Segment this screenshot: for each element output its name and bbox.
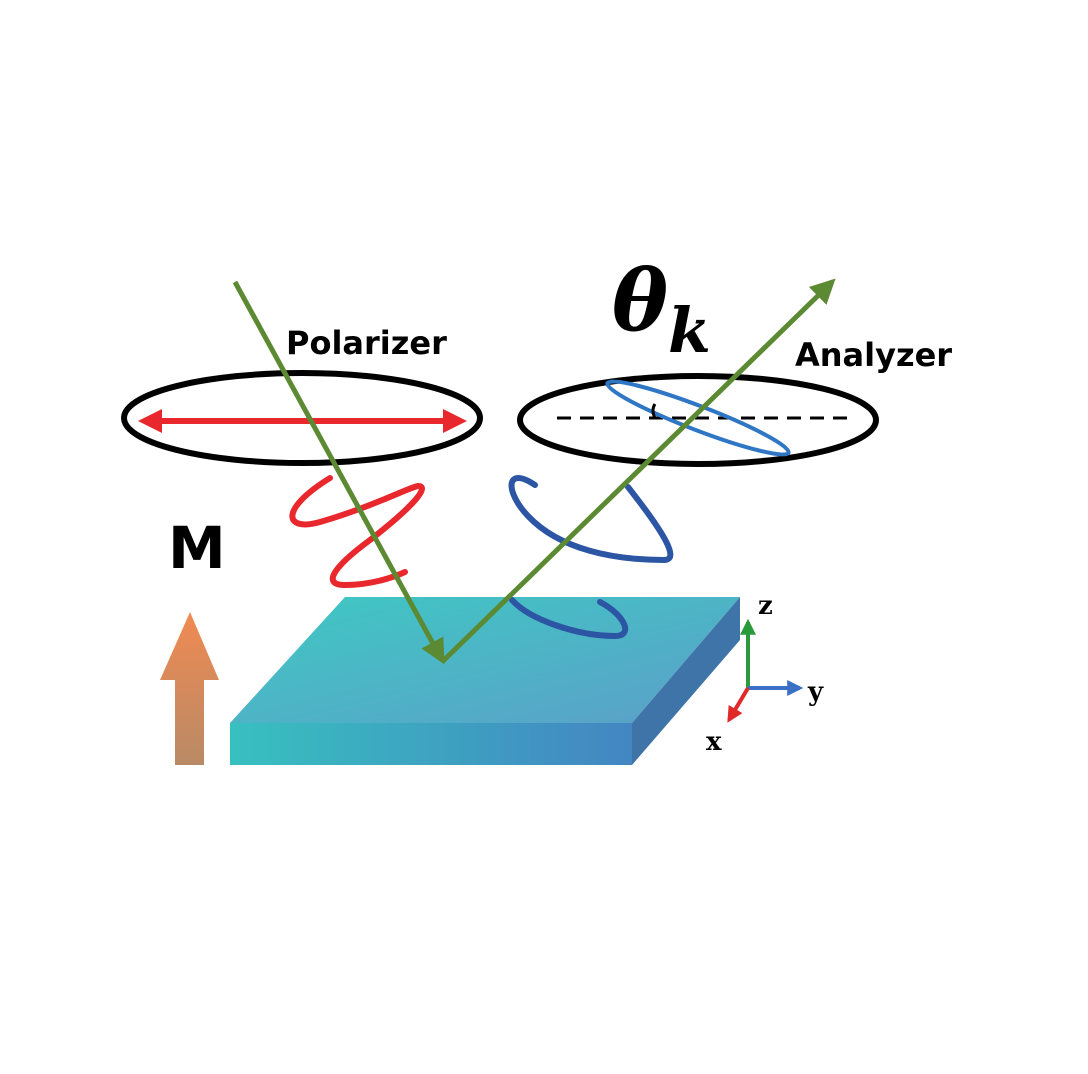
analyzer-label: Analyzer (795, 336, 952, 374)
reflected-wave (508, 475, 674, 564)
kerr-angle-arc (651, 403, 657, 419)
theta-symbol: θ (612, 251, 668, 350)
sample-slab (230, 597, 740, 765)
reflected-beam (440, 278, 836, 664)
reflected-wave-lower (509, 597, 629, 640)
slab-top-face (230, 597, 740, 723)
slab-side-face (632, 597, 740, 765)
kerr-angle-symbol: θ k (612, 251, 711, 367)
axis-z-label: z (758, 591, 773, 621)
polarizer-label: Polarizer (286, 324, 447, 362)
slab-front-face (230, 723, 632, 765)
magnetization-label: M (168, 514, 226, 582)
incident-wave (289, 475, 425, 589)
axis-x-arrow (727, 686, 750, 723)
axis-y-label: y (807, 677, 824, 707)
magnetization-arrow (160, 612, 219, 765)
analyzer-ring (517, 373, 879, 467)
incident-beam (232, 280, 445, 665)
theta-subscript: k (668, 294, 711, 367)
polarizer-ring (121, 370, 483, 466)
axis-x-label: x (706, 727, 722, 757)
coordinate-axes: z y x (706, 591, 824, 757)
